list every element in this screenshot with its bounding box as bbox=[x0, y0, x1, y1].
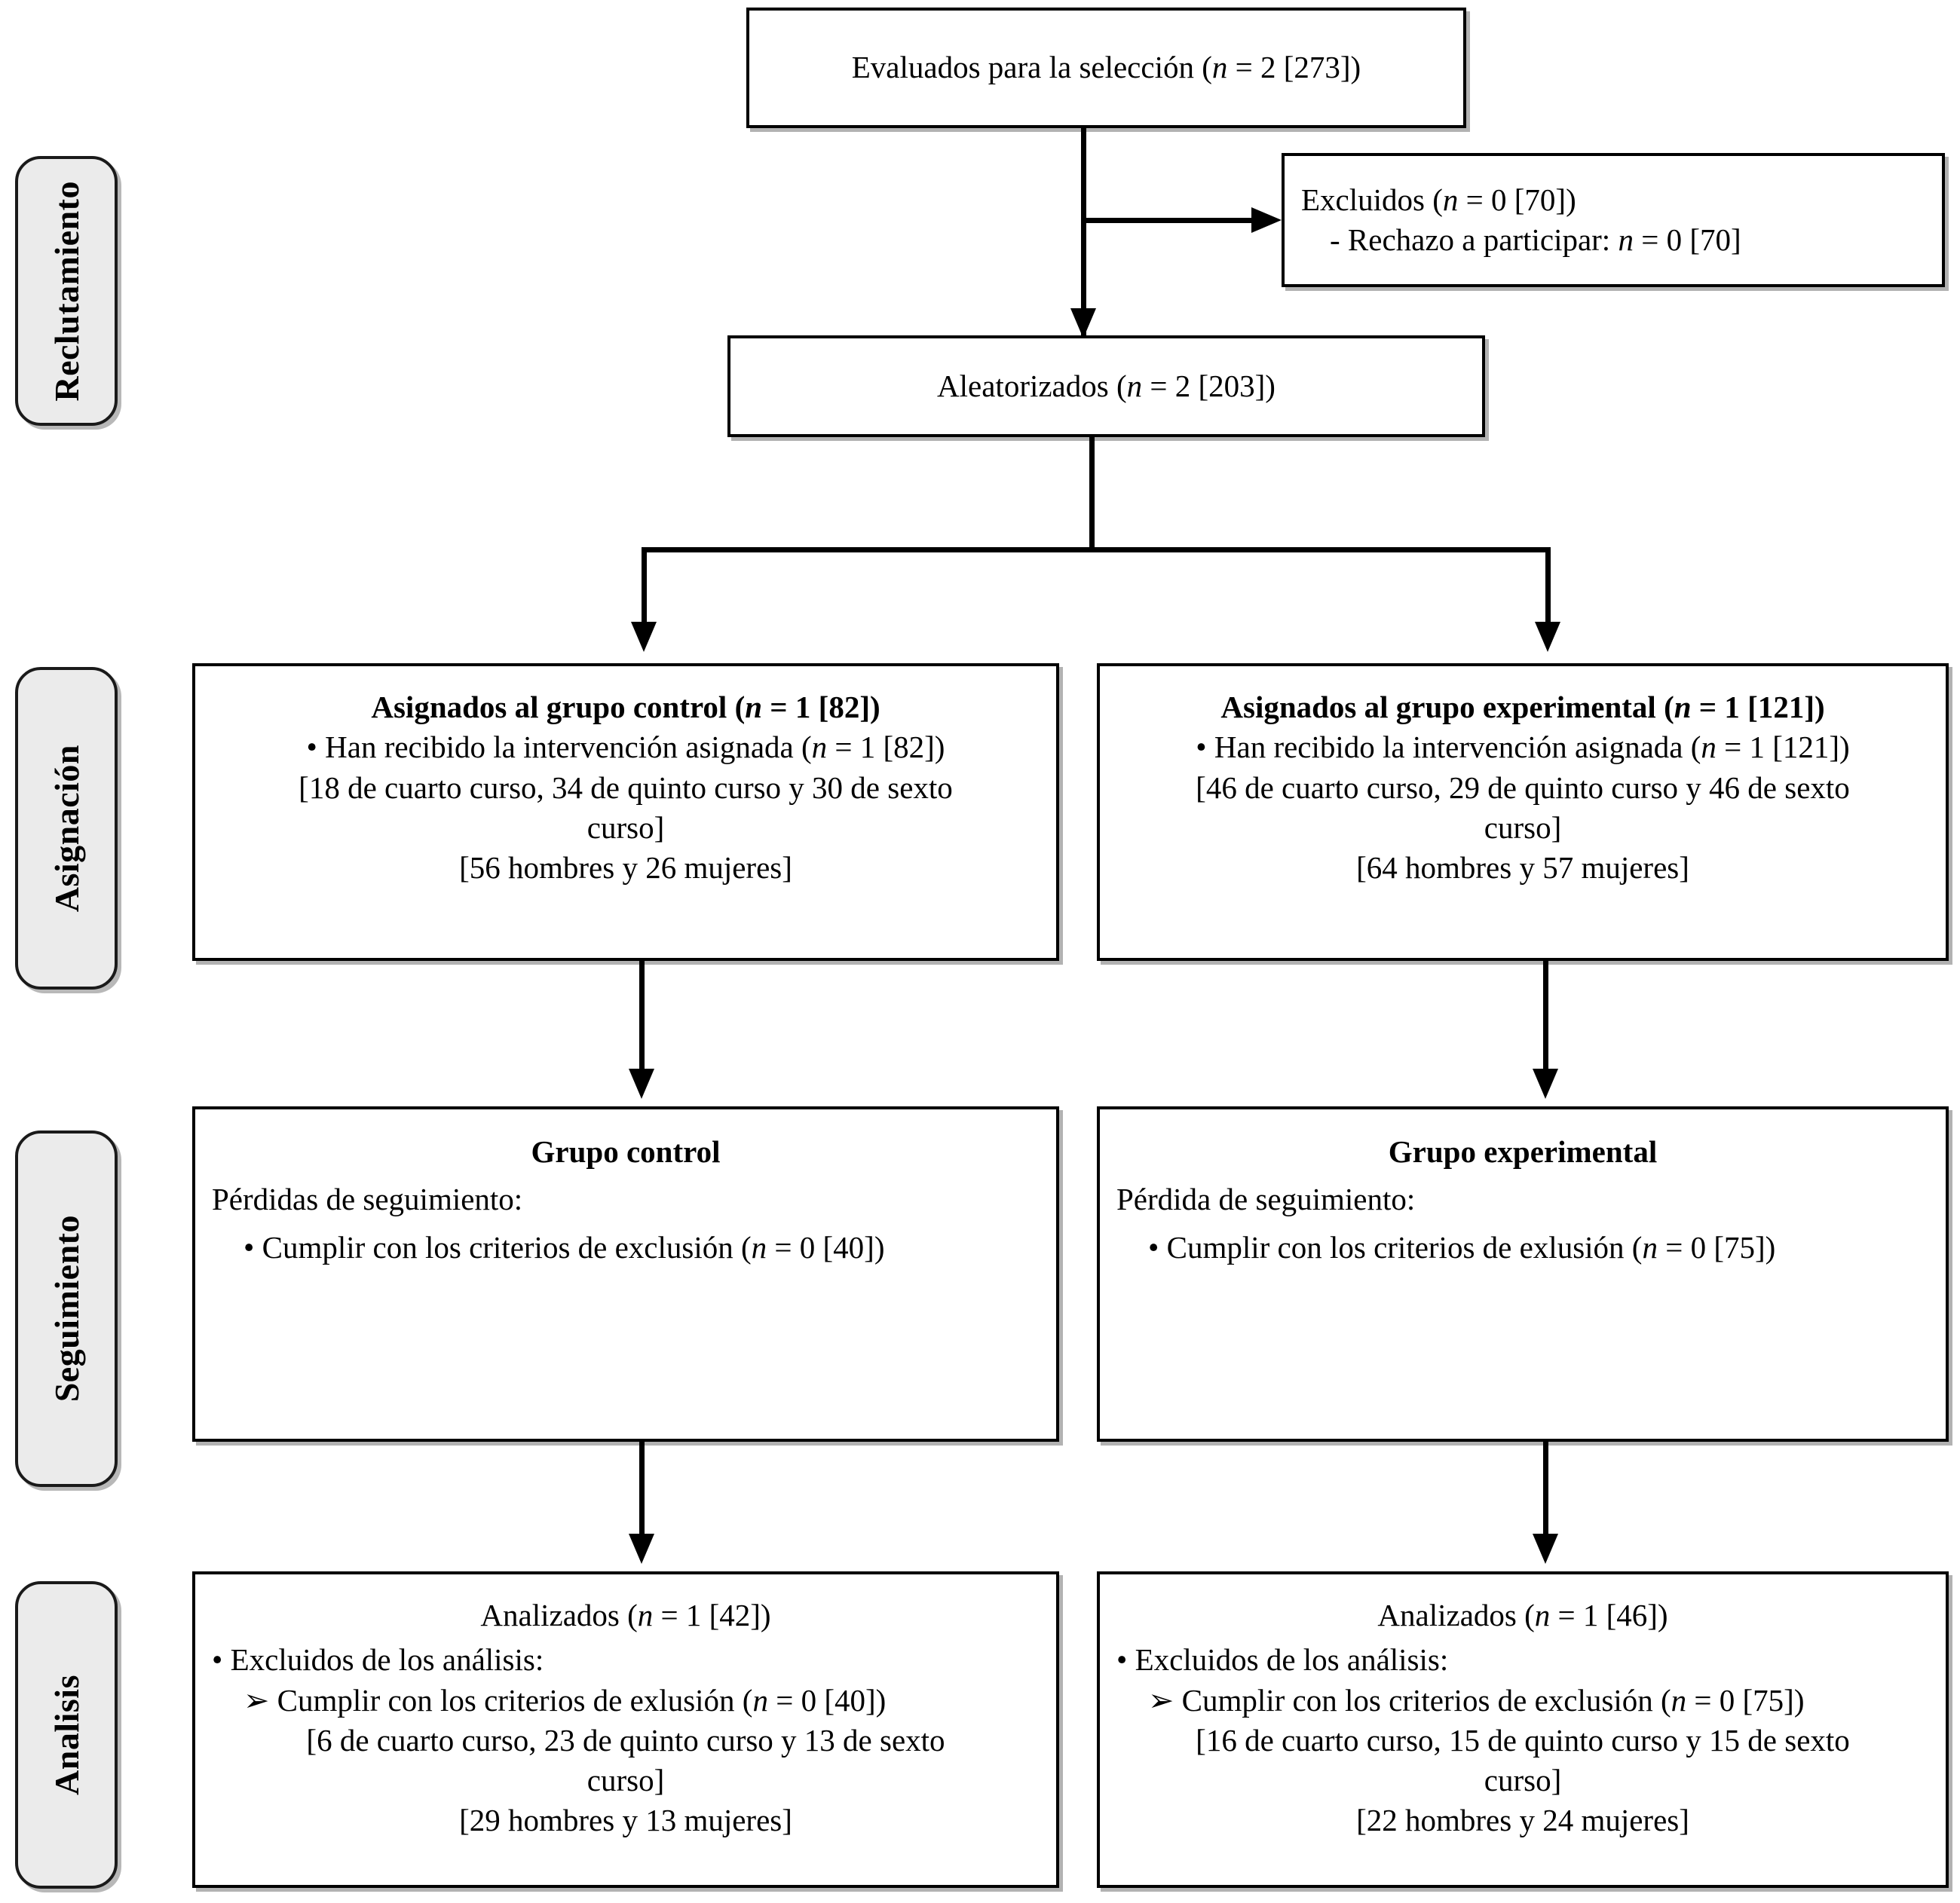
box-analysis-control: Analizados (n = 1 [42]) • Excluidos de l… bbox=[192, 1571, 1059, 1888]
arrowhead-down-randomized bbox=[1070, 308, 1096, 338]
stage-label-seguimiento: Seguimiento bbox=[15, 1130, 118, 1487]
analysis-experimental-line-6: [22 hombres y 24 mujeres] bbox=[1356, 1803, 1689, 1838]
analysis-experimental-line-3: ➢ Cumplir con los criterios de exclusión… bbox=[1148, 1682, 1805, 1718]
connector-followup-control-to-analysis bbox=[639, 1442, 645, 1544]
allocation-experimental-line-3: [46 de cuarto curso, 29 de quinto curso … bbox=[1196, 769, 1850, 805]
arrowhead-down-allocation-experimental bbox=[1535, 622, 1560, 652]
box-followup-control: Grupo control Pérdidas de seguimiento: •… bbox=[192, 1106, 1059, 1442]
analysis-control-line-5: curso] bbox=[586, 1763, 665, 1798]
connector-followup-experimental-to-analysis bbox=[1543, 1442, 1548, 1544]
stage-label-text: Seguimiento bbox=[47, 1215, 86, 1403]
stage-label-reclutamiento: Reclutamiento bbox=[15, 156, 118, 426]
stage-label-asignacion: Asignación bbox=[15, 667, 118, 990]
analysis-control-line-6: [29 hombres y 13 mujeres] bbox=[459, 1803, 792, 1838]
analysis-control-line-3: ➢ Cumplir con los criterios de exlusión … bbox=[243, 1682, 887, 1718]
followup-experimental-line-1: Grupo experimental bbox=[1388, 1134, 1658, 1169]
assessed-line-1: Evaluados para la selección (n = 2 [273]… bbox=[851, 50, 1361, 85]
box-followup-experimental: Grupo experimental Pérdida de seguimient… bbox=[1097, 1106, 1949, 1442]
arrowhead-down-followup-control bbox=[629, 1069, 654, 1099]
followup-control-line-3: • Cumplir con los criterios de exclusión… bbox=[243, 1229, 885, 1265]
followup-experimental-line-3: • Cumplir con los criterios de exlusión … bbox=[1148, 1229, 1776, 1265]
connector-enrollment-to-excluded bbox=[1084, 218, 1257, 223]
allocation-experimental-line-1: Asignados al grupo experimental (n = 1 [… bbox=[1220, 690, 1825, 724]
analysis-experimental-line-4: [16 de cuarto curso, 15 de quinto curso … bbox=[1196, 1722, 1850, 1758]
arrowhead-down-followup-experimental bbox=[1533, 1069, 1558, 1099]
allocation-control-line-4: curso] bbox=[586, 809, 665, 845]
analysis-control-line-4: [6 de cuarto curso, 23 de quinto curso y… bbox=[306, 1722, 945, 1758]
excluded-line-2: - Rechazo a participar: n = 0 [70] bbox=[1330, 222, 1741, 257]
stage-label-analisis: Analisis bbox=[15, 1581, 118, 1889]
allocation-control-line-3: [18 de cuarto curso, 34 de quinto curso … bbox=[299, 769, 953, 805]
arrowhead-down-analysis-control bbox=[629, 1534, 654, 1564]
analysis-control-line-1: Analizados (n = 1 [42]) bbox=[480, 1598, 771, 1632]
connector-allocation-control-to-followup bbox=[639, 961, 645, 1078]
box-allocation-experimental: Asignados al grupo experimental (n = 1 [… bbox=[1097, 663, 1949, 961]
allocation-experimental-line-2: • Han recibido la intervención asignada … bbox=[1196, 730, 1850, 765]
allocation-control-line-1: Asignados al grupo control (n = 1 [82]) bbox=[371, 690, 880, 724]
followup-control-line-1: Grupo control bbox=[531, 1134, 721, 1169]
excluded-line-1: Excluidos (n = 0 [70]) bbox=[1301, 182, 1576, 217]
connector-randomized-split-bar bbox=[642, 547, 1551, 552]
box-excluded: Excluidos (n = 0 [70]) - Rechazo a parti… bbox=[1282, 153, 1945, 287]
connector-split-left bbox=[642, 547, 647, 624]
box-allocation-control: Asignados al grupo control (n = 1 [82]) … bbox=[192, 663, 1059, 961]
connector-randomized-stem bbox=[1089, 437, 1095, 552]
connector-allocation-experimental-to-followup bbox=[1543, 961, 1548, 1078]
followup-control-line-2: Pérdidas de seguimiento: bbox=[212, 1182, 523, 1217]
arrowhead-right-excluded bbox=[1251, 207, 1282, 233]
stage-label-text: Analisis bbox=[47, 1675, 86, 1795]
analysis-experimental-line-2: • Excluidos de los análisis: bbox=[1116, 1642, 1449, 1678]
analysis-experimental-line-1: Analizados (n = 1 [46]) bbox=[1377, 1598, 1668, 1632]
stage-label-text: Asignación bbox=[47, 744, 86, 913]
box-randomized: Aleatorizados (n = 2 [203]) bbox=[727, 335, 1485, 437]
arrowhead-down-analysis-experimental bbox=[1533, 1534, 1558, 1564]
allocation-experimental-line-5: [64 hombres y 57 mujeres] bbox=[1356, 850, 1689, 886]
allocation-experimental-line-4: curso] bbox=[1484, 809, 1562, 845]
connector-split-right bbox=[1545, 547, 1551, 624]
analysis-experimental-line-5: curso] bbox=[1484, 1763, 1562, 1798]
stage-label-text: Reclutamiento bbox=[47, 180, 86, 402]
randomized-line-1: Aleatorizados (n = 2 [203]) bbox=[937, 368, 1276, 403]
connector-enrollment-to-randomized bbox=[1081, 128, 1086, 340]
box-analysis-experimental: Analizados (n = 1 [46]) • Excluidos de l… bbox=[1097, 1571, 1949, 1888]
analysis-control-line-2: • Excluidos de los análisis: bbox=[212, 1642, 544, 1678]
allocation-control-line-5: [56 hombres y 26 mujeres] bbox=[459, 850, 792, 886]
allocation-control-line-2: • Han recibido la intervención asignada … bbox=[306, 730, 945, 765]
arrowhead-down-allocation-control bbox=[631, 622, 657, 652]
followup-experimental-line-2: Pérdida de seguimiento: bbox=[1116, 1182, 1416, 1217]
box-assessed-for-eligibility: Evaluados para la selección (n = 2 [273]… bbox=[746, 8, 1466, 128]
